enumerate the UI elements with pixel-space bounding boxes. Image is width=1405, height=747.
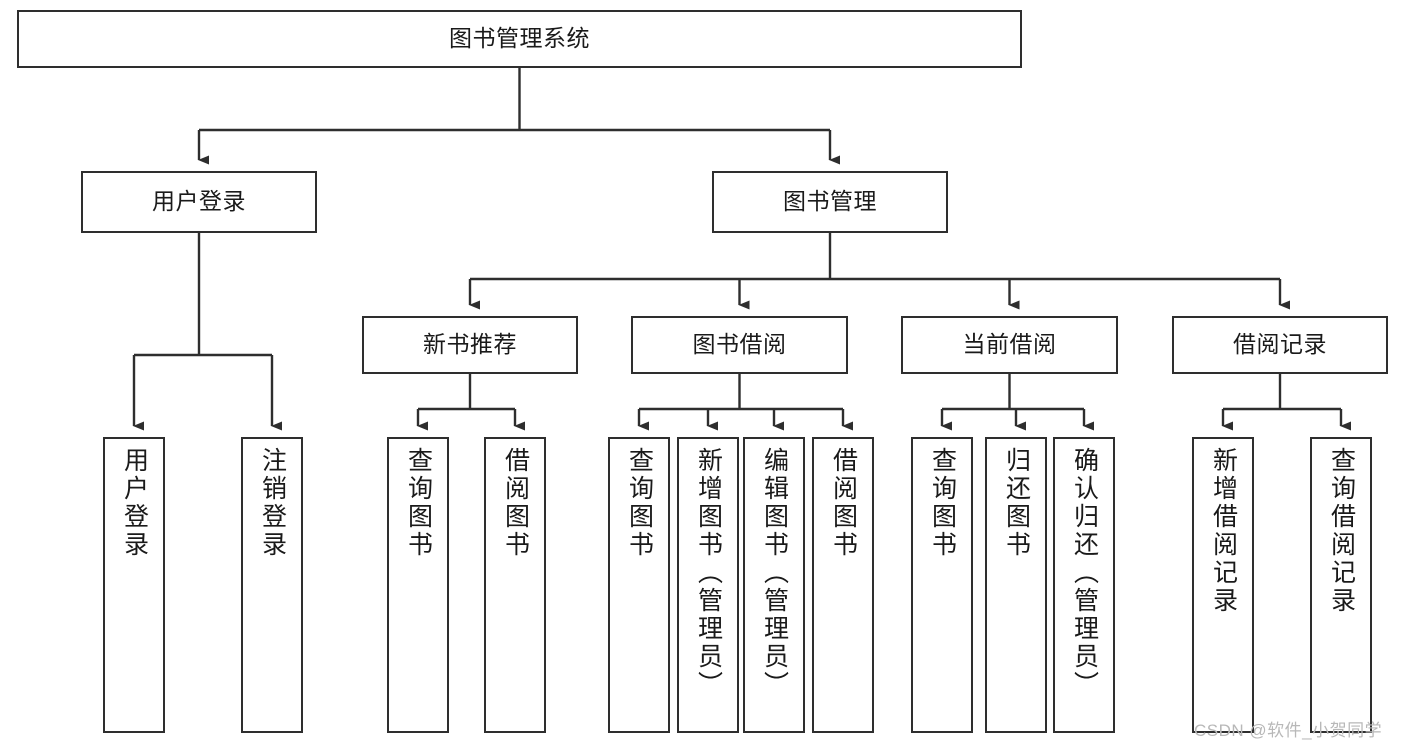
node-label: 借阅图书 [829, 447, 858, 559]
csdn-watermark: CSDN @软件_小贺同学 [1194, 721, 1383, 740]
node-label: 查询图书 [625, 447, 654, 559]
node-current-borrow: 当前借阅 [901, 316, 1118, 374]
node-leaf-query-book-1: 查询图书 [387, 437, 449, 733]
node-label: 注销登录 [258, 447, 287, 559]
node-leaf-query-book-2: 查询图书 [608, 437, 670, 733]
node-borrow-record: 借阅记录 [1172, 316, 1388, 374]
node-leaf-confirm-return: 确认归还（管理员） [1053, 437, 1115, 733]
node-leaf-query-book-3: 查询图书 [911, 437, 973, 733]
node-leaf-query-record: 查询借阅记录 [1310, 437, 1372, 733]
node-label: 用户登录 [152, 188, 246, 215]
node-label: 查询借阅记录 [1327, 447, 1356, 615]
node-book-manage: 图书管理 [712, 171, 948, 233]
node-leaf-add-record: 新增借阅记录 [1192, 437, 1254, 733]
node-user-login: 用户登录 [81, 171, 317, 233]
node-label: 查询图书 [404, 447, 433, 559]
node-leaf-user-logout: 注销登录 [241, 437, 303, 733]
node-leaf-edit-book: 编辑图书（管理员） [743, 437, 805, 733]
node-leaf-user-login: 用户登录 [103, 437, 165, 733]
node-leaf-borrow-book-2: 借阅图书 [812, 437, 874, 733]
node-root: 图书管理系统 [17, 10, 1022, 68]
node-label: 用户登录 [120, 447, 149, 559]
node-leaf-add-book: 新增图书（管理员） [677, 437, 739, 733]
node-leaf-return-book: 归还图书 [985, 437, 1047, 733]
node-label: 借阅记录 [1233, 331, 1327, 358]
node-label: 归还图书 [1002, 447, 1031, 559]
node-label: 新增图书（管理员） [694, 447, 723, 699]
node-label: 借阅图书 [501, 447, 530, 559]
node-new-book-rec: 新书推荐 [362, 316, 578, 374]
node-leaf-borrow-book-1: 借阅图书 [484, 437, 546, 733]
node-label: 新增借阅记录 [1209, 447, 1238, 615]
node-label: 查询图书 [928, 447, 957, 559]
node-book-borrow: 图书借阅 [631, 316, 848, 374]
node-label: 新书推荐 [423, 331, 517, 358]
node-label: 确认归还（管理员） [1070, 447, 1099, 699]
node-label: 图书管理系统 [449, 25, 590, 52]
node-label: 当前借阅 [962, 331, 1057, 358]
node-label: 图书借阅 [692, 331, 787, 358]
node-label: 图书管理 [783, 188, 877, 215]
node-label: 编辑图书（管理员） [760, 447, 789, 699]
